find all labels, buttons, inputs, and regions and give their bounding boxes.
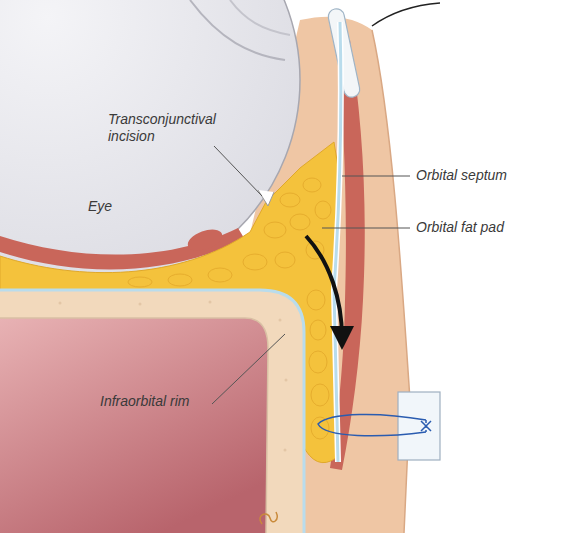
repositioning-arrow [306, 236, 342, 338]
suture-bolster [398, 392, 440, 460]
suture-knot [260, 512, 277, 524]
orbital-septum [334, 22, 341, 462]
label-text: Orbital septum [416, 167, 566, 184]
maxillary-sinus [0, 318, 268, 533]
bone [0, 290, 304, 533]
lens [230, 0, 290, 35]
suture-loop [318, 414, 426, 435]
bone-texture [59, 301, 288, 452]
label-text: Infraorbital rim [100, 393, 220, 410]
label-text: Transconjunctival incision [108, 111, 243, 145]
suture-knot [421, 421, 431, 431]
eyelash [372, 3, 440, 26]
periosteum [0, 318, 268, 533]
incision [258, 190, 274, 206]
label-text: Orbital fat pad [416, 219, 566, 236]
tarsal-plate [327, 7, 361, 98]
orbital-septum [334, 22, 341, 462]
periosteum [0, 290, 304, 533]
leader-line [212, 146, 410, 404]
label-text: Eye [88, 198, 148, 215]
